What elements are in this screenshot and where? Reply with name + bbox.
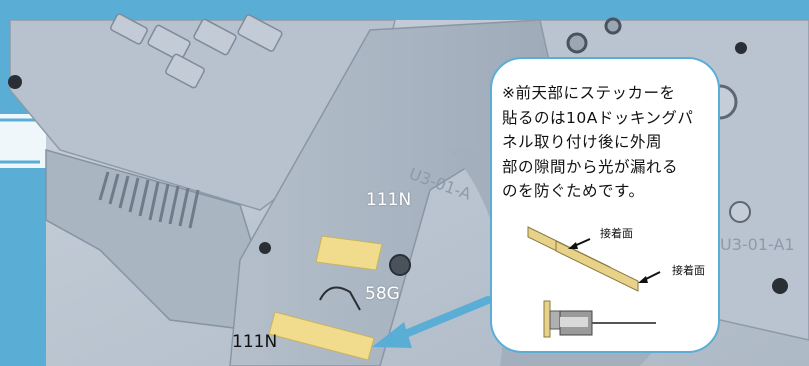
note-callout: ※前天部にステッカーを 貼るのは10Aドッキングパ ネル取り付け後に外周 部の隙… — [490, 57, 720, 353]
frame-top-band — [0, 0, 809, 20]
frame-left-lines — [0, 118, 40, 164]
adhesive-diagram — [527, 226, 661, 338]
pointer-arrowhead-top — [568, 242, 578, 249]
part-label-bottom: 111N — [232, 332, 278, 352]
side-view-sticker — [543, 300, 551, 338]
annotation-adhesive-bottom: 接着面 — [672, 264, 705, 277]
pointer-arrowhead-bottom — [638, 276, 648, 283]
note-line: 貼るのは10Aドッキングパ — [502, 108, 694, 127]
part-label-top: 111N — [366, 190, 412, 210]
note-line: ネル取り付け後に外周 — [502, 133, 663, 151]
cable-detail — [319, 286, 361, 311]
plate-buttons — [110, 13, 283, 89]
side-view-slot — [560, 317, 588, 327]
side-view-cap — [549, 310, 561, 330]
note-line: ※前天部にステッカーを — [502, 84, 676, 102]
lower-left-body — [45, 149, 261, 331]
note-line: 部の隙間から光が漏れる — [502, 157, 679, 176]
grip-ridges — [98, 171, 200, 229]
note-line: のを防ぐためです。 — [502, 182, 645, 200]
sticker-top — [315, 235, 383, 271]
callout-arrow-line — [394, 296, 492, 341]
frame-left-notch — [0, 114, 46, 168]
annotation-adhesive-top: 接着面 — [600, 227, 633, 240]
adhesive-strip-lower — [555, 240, 639, 292]
emboss-mark-right: U3-01-A1 — [720, 235, 795, 254]
sticker-bottom — [268, 311, 375, 361]
callout-arrow-head — [372, 322, 412, 348]
part-label-middle: 58G — [365, 284, 400, 304]
note-text: ※前天部にステッカーを 貼るのは10Aドッキングパ ネル取り付け後に外周 部の隙… — [502, 81, 714, 204]
